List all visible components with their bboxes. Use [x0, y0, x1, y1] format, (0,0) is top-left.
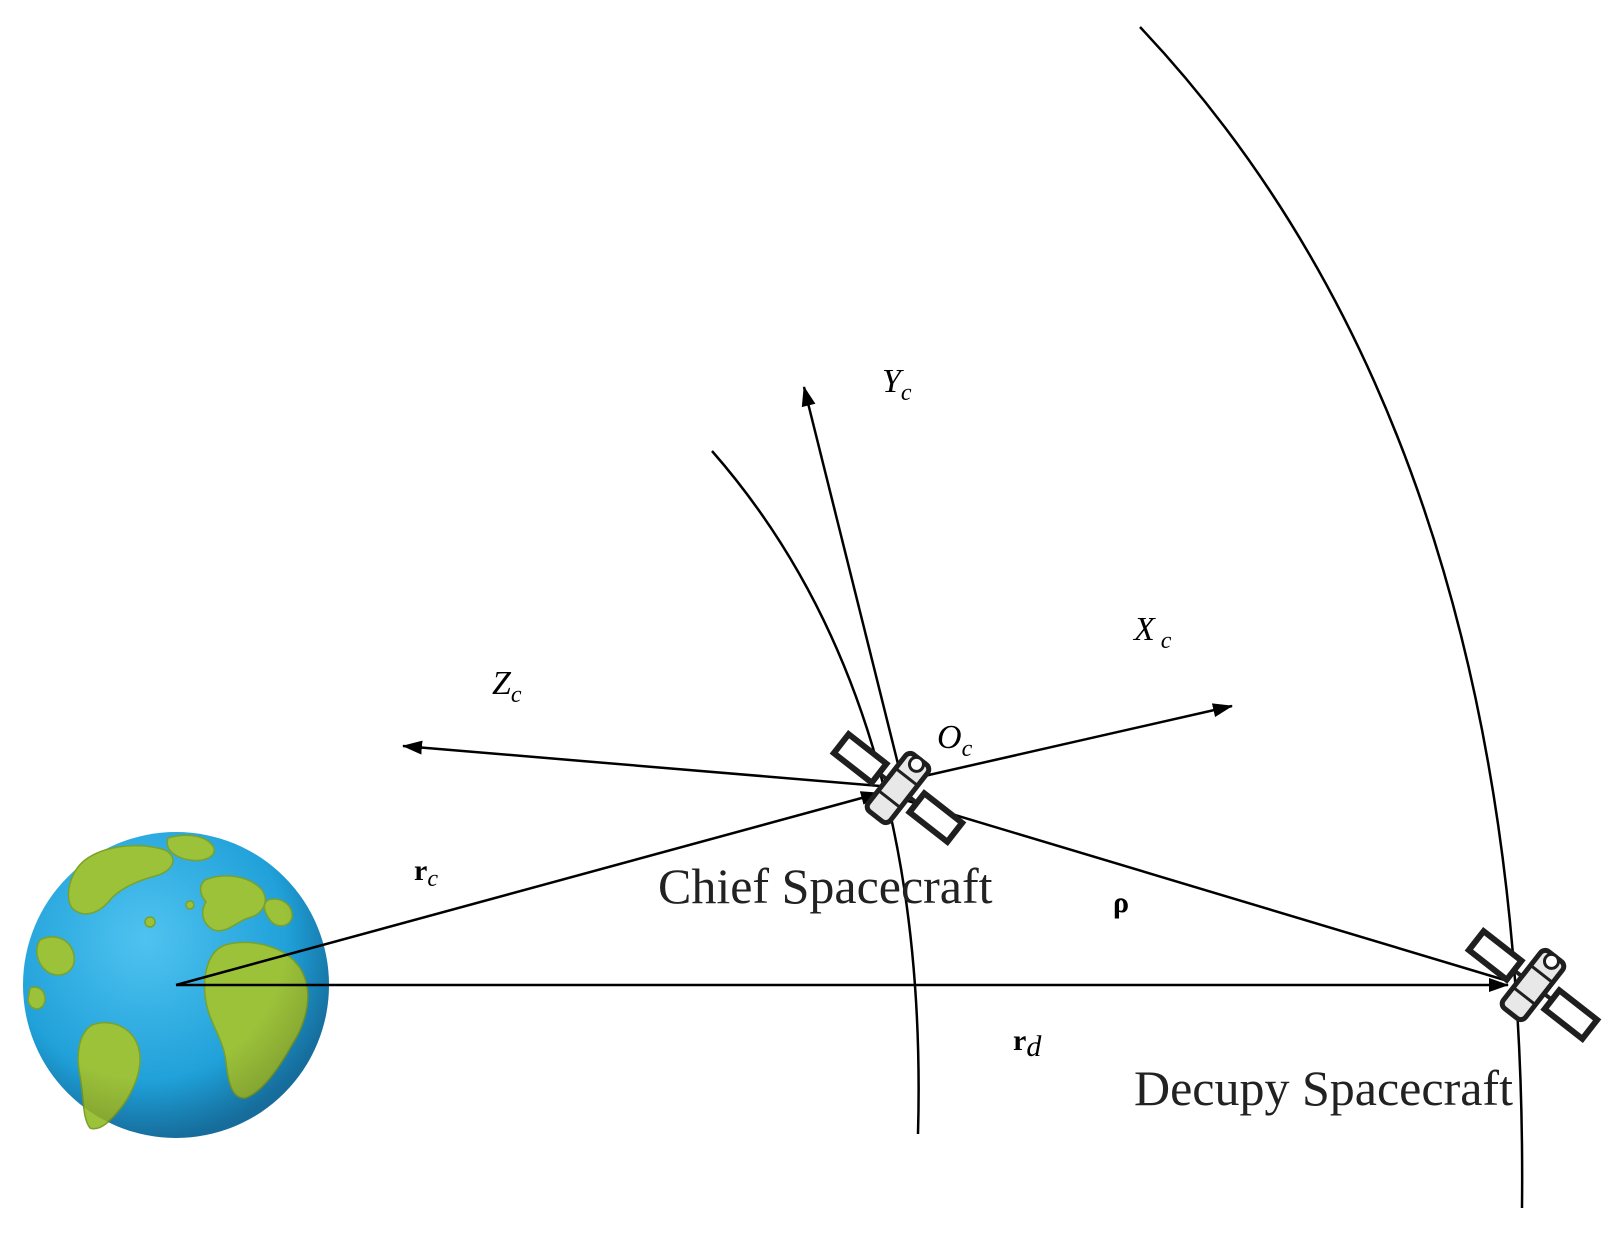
deputy-orbit — [1139, 26, 1524, 1209]
rho-label: ρ — [1113, 886, 1129, 919]
y-axis-label: Yc — [882, 363, 912, 406]
rho-vector — [904, 798, 1509, 983]
chief-spacecraft-label: Chief Spacecraft — [658, 858, 993, 914]
origin-label: Oc — [937, 719, 973, 762]
deputy-spacecraft-label: Decupy Spacecraft — [1134, 1060, 1513, 1116]
r-chief-vector — [175, 791, 881, 987]
r-deputy-label: rd — [1013, 1024, 1042, 1063]
z-axis-vector — [402, 740, 881, 788]
chief-orbit — [711, 450, 920, 1135]
deputy-satellite-icon — [1464, 927, 1602, 1043]
z-axis-label: Zc — [492, 665, 522, 708]
chief-satellite-icon — [829, 730, 967, 846]
x-axis-vector — [897, 703, 1233, 784]
r-chief-label: rc — [414, 854, 438, 892]
y-axis-vector — [801, 386, 900, 765]
